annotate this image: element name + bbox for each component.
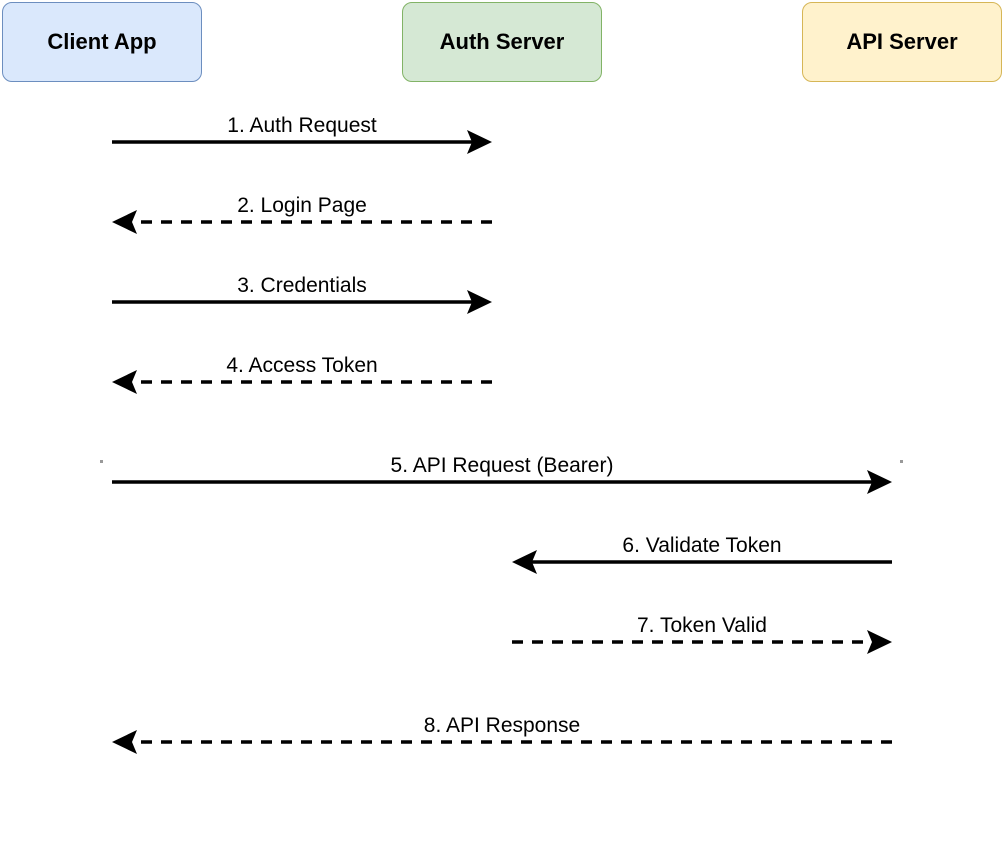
message-label: 1. Auth Request — [227, 114, 377, 137]
actor-api-server: API Server — [802, 2, 1002, 82]
actor-client-app: Client App — [2, 2, 202, 82]
actor-label: Auth Server — [439, 29, 565, 54]
arrowhead-icon — [867, 630, 892, 654]
actor-auth-server: Auth Server — [402, 2, 602, 82]
actor-label: Client App — [47, 29, 157, 54]
marker-dot — [900, 460, 903, 463]
message-label: 2. Login Page — [237, 194, 367, 217]
message-label: 3. Credentials — [237, 274, 367, 297]
actor-label: API Server — [846, 29, 958, 54]
message-label: 7. Token Valid — [637, 614, 767, 637]
message-5: 5. API Request (Bearer) — [112, 454, 892, 494]
message-4: 4. Access Token — [112, 354, 492, 394]
message-label: 5. API Request (Bearer) — [391, 454, 614, 477]
message-8: 8. API Response — [112, 714, 892, 754]
message-1: 1. Auth Request — [112, 114, 492, 154]
message-label: 4. Access Token — [226, 354, 377, 377]
message-7: 7. Token Valid — [512, 614, 892, 654]
arrowhead-icon — [467, 130, 492, 154]
message-6: 6. Validate Token — [512, 534, 892, 574]
message-label: 6. Validate Token — [622, 534, 781, 557]
message-3: 3. Credentials — [112, 274, 492, 314]
arrowhead-icon — [112, 370, 137, 394]
arrowhead-icon — [112, 730, 137, 754]
marker-dot — [100, 460, 103, 463]
arrowhead-icon — [112, 210, 137, 234]
arrowhead-icon — [867, 470, 892, 494]
message-label: 8. API Response — [424, 714, 580, 737]
arrowhead-icon — [512, 550, 537, 574]
arrowhead-icon — [467, 290, 492, 314]
message-2: 2. Login Page — [112, 194, 492, 234]
